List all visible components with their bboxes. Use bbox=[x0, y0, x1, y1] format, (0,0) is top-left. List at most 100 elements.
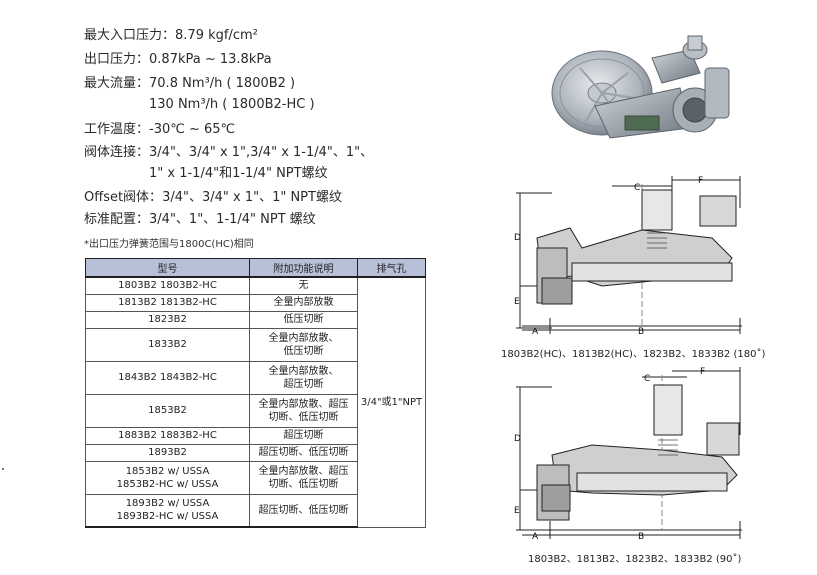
header-vent: 排气孔 bbox=[357, 258, 426, 278]
drawing-caption-180: 1803B2(HC)、1813B2(HC)、1823B2、1833B2 (180… bbox=[501, 349, 766, 360]
function-text: 超压切断 bbox=[283, 378, 324, 390]
spec-standard: 标准配置：3/4"、1"、1-1/4" NPT 螺纹 bbox=[84, 212, 316, 228]
dim-label: D bbox=[514, 434, 521, 444]
table-row: 1803B2 1803B2-HC 无 3/4"或1"NPT bbox=[85, 276, 426, 528]
regulator-photo bbox=[551, 35, 730, 139]
spec-value: 1" x 1-1/4"和1-1/4" NPT螺纹 bbox=[149, 166, 328, 181]
function-cell: 超压切断、低压切断 bbox=[249, 493, 358, 528]
model-cell: 1883B2 1883B2-HC bbox=[85, 426, 250, 445]
dim-label: B bbox=[638, 327, 644, 337]
function-text: 超压切断、低压切断 bbox=[258, 447, 349, 458]
spec-max-flow: 最大流量：70.8 Nm³/h ( 1800B2 ) bbox=[84, 76, 295, 92]
model-cell: 1853B2 bbox=[85, 393, 250, 428]
vent-cell: 3/4"或1"NPT bbox=[357, 276, 426, 528]
function-text: 全量内部放散 bbox=[273, 297, 334, 308]
model-cell: 1893B2 bbox=[85, 443, 250, 462]
model-name: 1853B2 bbox=[148, 405, 187, 416]
function-cell: 超压切断、低压切断 bbox=[249, 443, 358, 462]
function-cell: 全量内部放散、超压切断、低压切断 bbox=[249, 393, 358, 428]
header-model: 型号 bbox=[85, 258, 250, 278]
spec-value: 3/4"、3/4" x 1",3/4" x 1-1/4"、1"、 bbox=[149, 145, 374, 160]
spec-value: 8.79 kgf/cm² bbox=[175, 28, 258, 43]
spec-value: 3/4"、3/4" x 1"、1" NPT螺纹 bbox=[162, 190, 342, 205]
spec-body-connection: 阀体连接：3/4"、3/4" x 1",3/4" x 1-1/4"、1"、 bbox=[84, 145, 373, 161]
spec-value: 3/4"、1"、1-1/4" NPT 螺纹 bbox=[149, 212, 316, 227]
model-name: 1803B2 1803B2-HC bbox=[118, 280, 217, 292]
model-name: 1823B2 bbox=[148, 314, 187, 325]
dim-label: A bbox=[532, 532, 539, 542]
table-row: 1813B2 1813B2-HC 全量内部放散 bbox=[85, 293, 426, 312]
spec-label: 最大流量： bbox=[84, 76, 150, 91]
model-name: 1883B2 1883B2-HC bbox=[118, 430, 217, 441]
function-cell: 全量内部放散、超压切断、低压切断 bbox=[249, 460, 358, 495]
dim-label: C bbox=[644, 374, 650, 384]
spec-temperature: 工作温度：-30℃ ~ 65℃ bbox=[84, 122, 235, 138]
model-name: 1893B2-HC w/ USSA bbox=[116, 511, 219, 523]
spec-label: Offset阀体： bbox=[84, 190, 163, 205]
spec-label: 工作温度： bbox=[84, 122, 150, 137]
function-text: 低压切断 bbox=[283, 345, 324, 357]
function-cell: 低压切断 bbox=[249, 310, 358, 329]
spec-label: 最大入口压力： bbox=[84, 28, 176, 43]
function-text: 全量内部放散、 bbox=[268, 332, 339, 344]
function-text: 无 bbox=[298, 280, 309, 292]
function-text: 切断、低压切断 bbox=[268, 411, 339, 423]
stray-dot bbox=[2, 468, 4, 470]
function-text: 低压切断 bbox=[283, 314, 324, 325]
model-cell: 1803B2 1803B2-HC bbox=[85, 276, 250, 295]
dim-label: F bbox=[700, 367, 705, 377]
function-cell: 全量内部放散、低压切断 bbox=[249, 327, 358, 362]
table-header-row: 型号 附加功能说明 排气孔 bbox=[85, 258, 426, 278]
model-cell: 1833B2 bbox=[85, 327, 250, 362]
dim-label: D bbox=[514, 233, 521, 243]
spec-label: 阀体连接： bbox=[84, 145, 150, 160]
spec-max-inlet: 最大入口压力：8.79 kgf/cm² bbox=[84, 28, 258, 44]
spec-label: 标准配置： bbox=[84, 212, 150, 227]
dim-label: E bbox=[514, 297, 520, 307]
drawing-caption-90: 1803B2、1813B2、1823B2、1833B2 (90˚) bbox=[528, 554, 742, 565]
model-name: 1813B2 1813B2-HC bbox=[118, 297, 217, 308]
spec-label: 出口压力： bbox=[84, 52, 150, 67]
function-cell: 全量内部放散 bbox=[249, 293, 358, 312]
model-cell: 1843B2 1843B2-HC bbox=[85, 360, 250, 395]
dimension-drawing-90: C F D E A B bbox=[514, 367, 742, 542]
table-row: 1823B2 低压切断 bbox=[85, 310, 426, 329]
spec-value: 0.87kPa ~ 13.8kPa bbox=[149, 52, 272, 67]
dim-label: E bbox=[514, 506, 520, 516]
dim-label: A bbox=[532, 327, 539, 337]
model-cell: 1813B2 1813B2-HC bbox=[85, 293, 250, 312]
function-text: 切断、低压切断 bbox=[268, 478, 339, 490]
function-cell: 超压切断 bbox=[249, 426, 358, 445]
function-text: 全量内部放散、超压 bbox=[258, 398, 349, 410]
model-name: 1893B2 w/ USSA bbox=[125, 498, 210, 510]
function-text: 超压切断 bbox=[283, 430, 324, 441]
model-name: 1853B2 w/ USSA bbox=[125, 465, 210, 477]
outlet-spring-note: *出口压力弹簧范围与1800C(HC)相同 bbox=[84, 239, 254, 250]
spec-offset-body: Offset阀体：3/4"、3/4" x 1"、1" NPT螺纹 bbox=[84, 190, 342, 206]
spec-value: 70.8 Nm³/h ( 1800B2 ) bbox=[149, 76, 296, 91]
function-text: 全量内部放散、 bbox=[268, 365, 339, 377]
function-cell: 全量内部放散、超压切断 bbox=[249, 360, 358, 395]
spec-value: -30℃ ~ 65℃ bbox=[149, 122, 236, 137]
dim-label: F bbox=[698, 176, 703, 186]
function-text: 超压切断、低压切断 bbox=[258, 504, 349, 516]
table-row: 1883B2 1883B2-HC 超压切断 bbox=[85, 426, 426, 445]
table-row: 1893B2 超压切断、低压切断 bbox=[85, 443, 426, 462]
spec-outlet: 出口压力：0.87kPa ~ 13.8kPa bbox=[84, 52, 272, 68]
model-name: 1843B2 1843B2-HC bbox=[118, 372, 217, 383]
spec-value: 130 Nm³/h ( 1800B2-HC ) bbox=[149, 97, 315, 112]
function-cell: 无 bbox=[249, 276, 358, 295]
model-cell: 1823B2 bbox=[85, 310, 250, 329]
model-name: 1893B2 bbox=[148, 447, 187, 458]
function-text: 全量内部放散、超压 bbox=[258, 465, 349, 477]
spec-max-flow-hc: 130 Nm³/h ( 1800B2-HC ) bbox=[149, 97, 315, 113]
model-name: 1853B2-HC w/ USSA bbox=[116, 478, 219, 490]
dim-label: B bbox=[638, 532, 644, 542]
header-function: 附加功能说明 bbox=[249, 258, 358, 278]
dim-label: C bbox=[634, 183, 640, 193]
dimension-drawing-180: C F D E A B bbox=[514, 176, 742, 337]
